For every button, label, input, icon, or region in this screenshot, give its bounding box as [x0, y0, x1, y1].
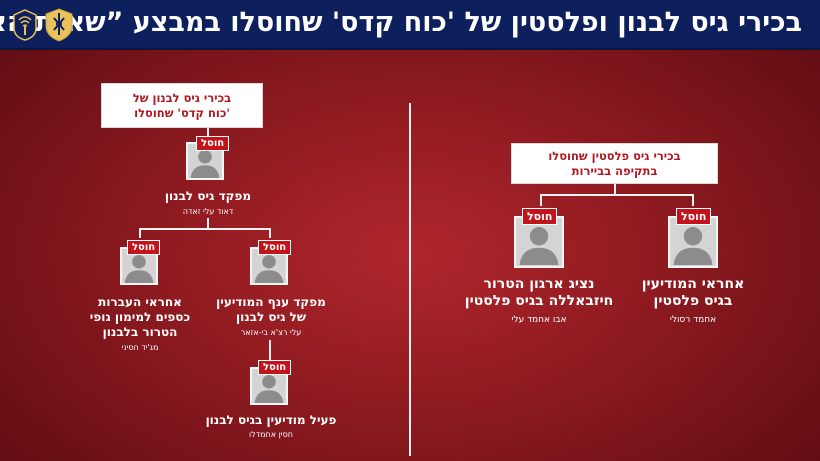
person-role: אחראי העברות כספים למימון גופי הטרור בלב… — [89, 295, 191, 339]
person-silhouette-icon — [670, 219, 716, 265]
eliminated-badge: חוסל — [127, 240, 161, 255]
page-title: בכירי גיס לבנון ופלסטין של 'כוח קדס' שחו… — [0, 7, 802, 38]
person-role: מפקד ענף המודיעין של גיס לבנון — [216, 295, 326, 324]
connector — [614, 184, 616, 195]
connector — [207, 128, 209, 140]
eliminated-badge: חוסל — [258, 360, 292, 375]
eliminated-badge: חוסל — [676, 208, 712, 225]
person-role: נציג ארגון הטרור חיזבאללה בגיס פלסטין — [464, 276, 614, 309]
eliminated-badge: חוסל — [522, 208, 558, 225]
person-role: מפקד גיס לבנון — [164, 189, 252, 203]
connector — [139, 228, 271, 230]
person-role: אחראי המודיעין בגיס פלסטין — [641, 276, 745, 309]
connector — [692, 194, 694, 206]
connector — [139, 228, 141, 238]
connector — [207, 218, 209, 229]
panel-divider — [409, 103, 411, 456]
left-panel-title: בכירי גיס לבנון של 'כוח קדס' שחוסלו — [101, 83, 263, 128]
eliminated-badge: חוסל — [196, 136, 230, 151]
idf-emblem-icon — [45, 8, 73, 42]
connector — [540, 194, 542, 206]
person-name: דאוד עלי זאדה — [182, 207, 234, 216]
connector — [540, 194, 694, 196]
person-name: אבו אחמד עלי — [511, 315, 567, 325]
person-name: אחמד רסולי — [669, 315, 717, 325]
unit-emblem-icon — [13, 9, 37, 41]
person-role: פעיל מודיעין בגיס לבנון — [205, 413, 337, 427]
header-bar: בכירי גיס לבנון ופלסטין של 'כוח קדס' שחו… — [0, 0, 820, 50]
connector — [269, 340, 271, 360]
person-name: עלי רצ'א בי-אזאר — [240, 328, 302, 337]
right-panel-title: בכירי גיס פלסטין שחוסלו בתקיפה בביירות — [511, 143, 718, 184]
person-name: חסין אחמדלו — [248, 430, 294, 439]
person-name: מג'יד חסיני — [121, 343, 159, 352]
connector — [269, 228, 271, 238]
eliminated-badge: חוסל — [258, 240, 292, 255]
person-silhouette-icon — [516, 219, 562, 265]
